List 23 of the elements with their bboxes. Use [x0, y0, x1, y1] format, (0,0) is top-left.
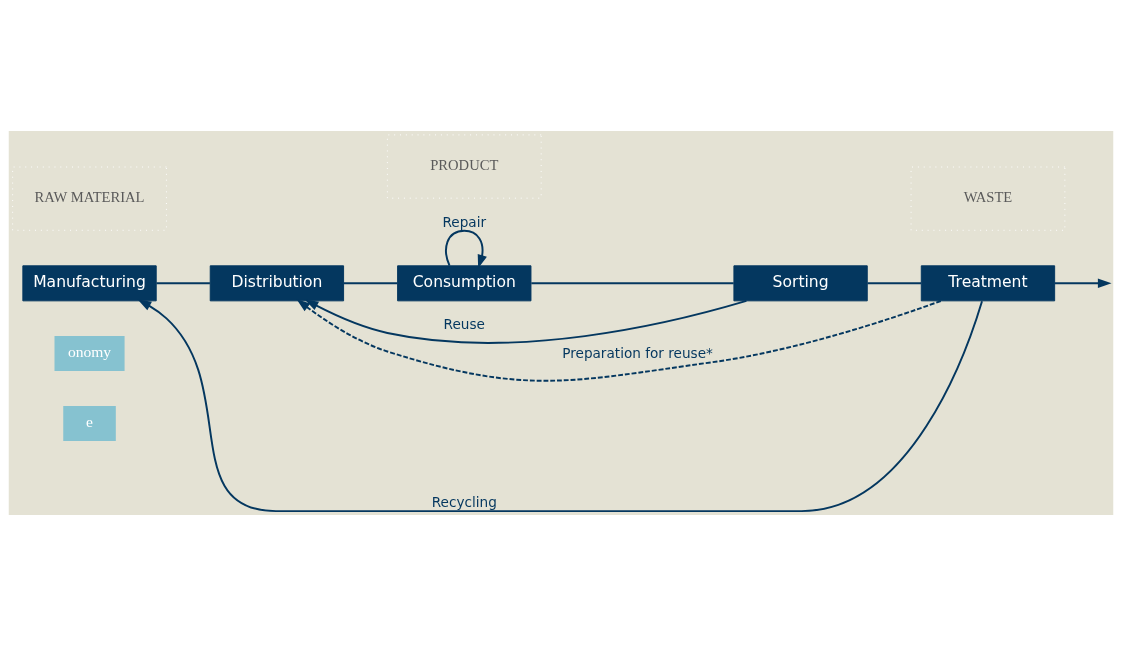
connector	[866, 282, 922, 285]
arrow	[137, 299, 983, 513]
label: onomy	[67, 343, 112, 361]
arrow	[445, 229, 487, 269]
edge-label: Repair	[442, 214, 487, 231]
node-box: Consumption	[397, 265, 532, 302]
edge-label: Reuse	[443, 316, 485, 333]
node-box: RAW MATERIAL	[12, 166, 167, 231]
node-box: Manufacturing	[22, 265, 157, 302]
node-box: Sorting	[733, 265, 868, 302]
node-box: PRODUCT	[386, 134, 542, 199]
connector	[155, 282, 211, 285]
node-box: Treatment	[920, 265, 1056, 302]
connector	[342, 282, 399, 285]
edge-label: Recycling	[431, 494, 497, 511]
arrow	[304, 299, 748, 344]
edge-label: Preparation for reuse*	[562, 345, 713, 362]
node-box: Distribution	[209, 265, 345, 302]
arrow	[1053, 278, 1112, 289]
label: e	[86, 413, 93, 431]
node-box: WASTE	[910, 166, 1066, 231]
arrow	[296, 299, 942, 382]
connector	[530, 282, 735, 285]
